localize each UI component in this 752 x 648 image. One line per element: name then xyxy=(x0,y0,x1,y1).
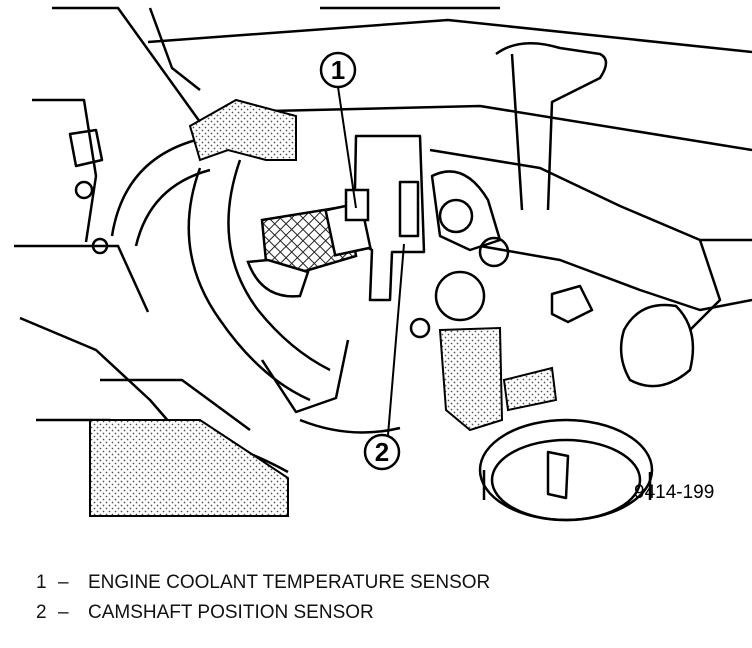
legend-dash: – xyxy=(58,602,69,623)
engine-illustration: 1 2 9414-199 xyxy=(14,6,752,522)
engine-block-lines xyxy=(14,6,752,522)
legend: 1–ENGINE COOLANT TEMPERATURE SENSOR 2–CA… xyxy=(36,568,736,628)
callout-1: 1 xyxy=(319,51,357,209)
figure-code: 9414-199 xyxy=(634,482,714,503)
callout-2: 2 xyxy=(363,243,405,471)
legend-number: 1 xyxy=(36,572,47,593)
legend-item-2: 2–CAMSHAFT POSITION SENSOR xyxy=(36,598,736,628)
legend-label: ENGINE COOLANT TEMPERATURE SENSOR xyxy=(88,572,491,593)
callout-2-number: 2 xyxy=(375,437,389,467)
hose-clamp-shade xyxy=(188,98,297,162)
legend-item-1: 1–ENGINE COOLANT TEMPERATURE SENSOR xyxy=(36,568,736,598)
legend-number: 2 xyxy=(36,602,47,623)
bracket-shade xyxy=(438,326,504,432)
shaded-regions xyxy=(89,98,558,517)
lower-left-shade xyxy=(89,419,289,517)
coolant-sensor-hose xyxy=(246,188,372,298)
callout-1-number: 1 xyxy=(331,55,345,85)
right-band-shade xyxy=(502,366,558,412)
legend-label: CAMSHAFT POSITION SENSOR xyxy=(88,602,374,623)
legend-dash: – xyxy=(58,572,69,593)
